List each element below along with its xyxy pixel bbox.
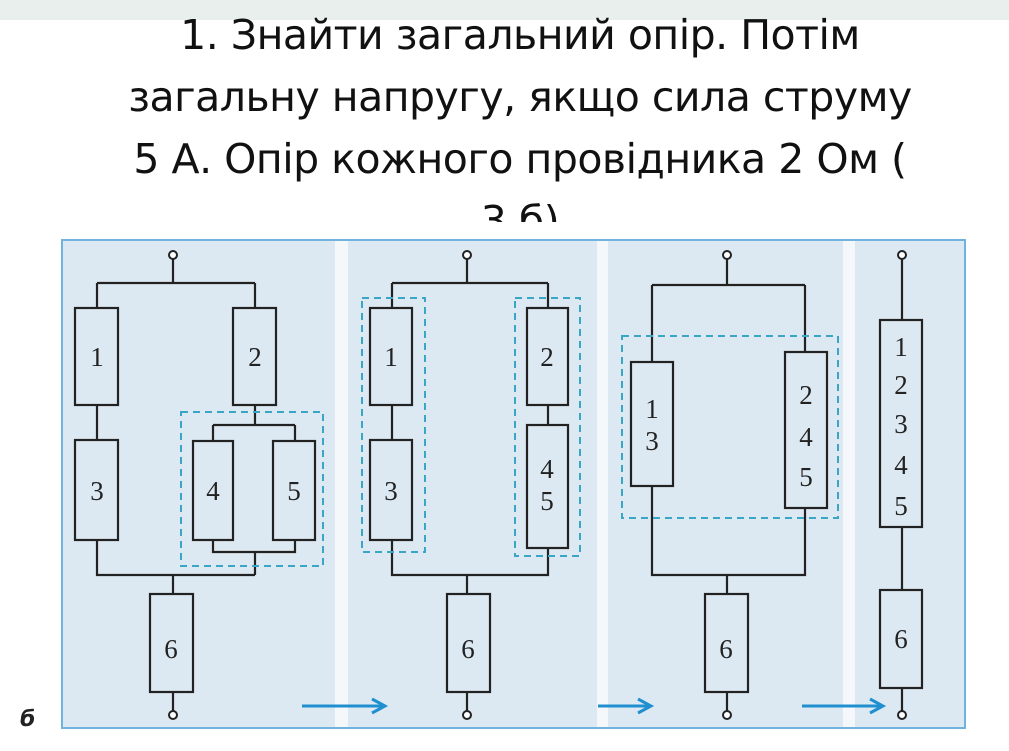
panel-4: 1 2 3 4 5 6 xyxy=(878,250,924,720)
separator xyxy=(843,241,855,727)
terminal-icon xyxy=(897,710,907,720)
resistor-1 xyxy=(73,306,120,407)
panel-1: 1 2 3 4 5 6 xyxy=(73,250,324,720)
resistor-label: 6 xyxy=(894,624,908,654)
question-line-2: загальну напругу, якщо сила струму xyxy=(128,73,912,121)
resistor-5 xyxy=(271,439,317,542)
resistor-6 xyxy=(878,588,924,690)
top-band xyxy=(0,0,1009,20)
resistor-4 xyxy=(191,439,235,542)
resistor-label: 3 xyxy=(90,476,104,506)
question-line-1: 1. Знайти загальний опір. Потім xyxy=(180,11,860,59)
terminal-icon xyxy=(462,250,472,260)
terminal-icon xyxy=(722,250,732,260)
resistor-2 xyxy=(231,306,278,407)
resistor-label: 3 xyxy=(894,409,908,439)
question-line-3: 5 А. Опір кожного провідника 2 Ом ( xyxy=(133,135,907,183)
figure-label: б xyxy=(20,707,35,732)
resistor-2 xyxy=(525,306,570,407)
arrow-icon xyxy=(302,697,389,715)
resistor-label: 1 xyxy=(90,342,104,372)
arrow-icon xyxy=(802,697,887,715)
resistor-label: 6 xyxy=(719,634,733,664)
resistor-label: 4 xyxy=(540,454,554,484)
resistor-1 xyxy=(368,306,414,407)
resistor-label: 2 xyxy=(894,370,908,400)
resistor-label: 4 xyxy=(206,476,220,506)
resistor-3 xyxy=(368,438,414,542)
resistor-12345 xyxy=(878,318,924,529)
separator xyxy=(335,241,348,727)
resistor-label: 5 xyxy=(894,491,908,521)
resistor-label: 3 xyxy=(645,426,659,456)
resistor-label: 3 xyxy=(384,476,398,506)
resistor-45 xyxy=(525,423,570,550)
resistor-label: 6 xyxy=(164,634,178,664)
resistor-13 xyxy=(629,360,675,488)
resistor-3 xyxy=(73,438,120,542)
resistor-label: 6 xyxy=(461,634,475,664)
resistor-label: 4 xyxy=(799,422,813,452)
resistor-label: 1 xyxy=(894,332,908,362)
resistor-6 xyxy=(148,592,195,694)
separator xyxy=(597,241,608,727)
resistor-label: 2 xyxy=(540,342,554,372)
resistor-label: 1 xyxy=(384,342,398,372)
resistor-6 xyxy=(703,592,750,694)
resistor-label: 4 xyxy=(894,450,908,480)
panel-3: 1 3 2 4 5 6 xyxy=(621,250,839,720)
terminal-icon xyxy=(722,710,732,720)
resistor-6 xyxy=(445,592,492,694)
resistor-label: 2 xyxy=(799,380,813,410)
arrow-icon xyxy=(598,697,655,715)
terminal-icon xyxy=(168,250,178,260)
resistor-label: 5 xyxy=(287,476,301,506)
terminal-icon xyxy=(462,710,472,720)
resistor-label: 2 xyxy=(248,342,262,372)
terminal-icon xyxy=(897,250,907,260)
resistor-label: 5 xyxy=(799,462,813,492)
resistor-label: 5 xyxy=(540,486,554,516)
resistor-label: 1 xyxy=(645,394,659,424)
resistor-245 xyxy=(783,350,829,510)
terminal-icon xyxy=(168,710,178,720)
panel-2: 1 3 2 4 5 6 xyxy=(361,250,581,720)
